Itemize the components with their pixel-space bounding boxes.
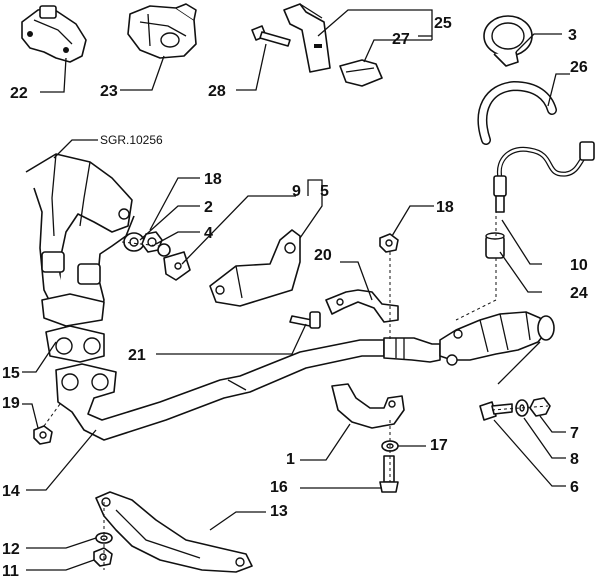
part-9-small-bracket	[163, 251, 191, 281]
part-27-clip	[339, 59, 383, 87]
part-10-lambda-sensor	[493, 141, 595, 213]
callout-21: 21	[128, 347, 146, 364]
callout-8: 8	[570, 451, 579, 468]
assembly-dashed-lines	[43, 198, 549, 570]
callout-20: 20	[314, 247, 332, 264]
callout-9: 9	[292, 183, 301, 200]
callout-4: 4	[204, 225, 213, 242]
callout-26: 26	[570, 59, 588, 76]
part-26-hose	[477, 80, 557, 145]
part-5-support-bracket	[209, 229, 301, 307]
callout-28: 28	[208, 83, 226, 100]
callout-5: 5	[320, 183, 329, 200]
part-3-band-clamp	[483, 15, 533, 67]
callout-10: 10	[570, 257, 588, 274]
callout-17: 17	[430, 437, 448, 454]
part-15-gasket	[45, 325, 105, 363]
part-24-sleeve	[485, 232, 505, 259]
callout-24: 24	[570, 285, 588, 302]
part-14-front-pipe	[55, 339, 385, 441]
callout-6: 6	[570, 479, 579, 496]
part-13-support-plate	[95, 491, 253, 573]
callout-23: 23	[100, 83, 118, 100]
callout-22: 22	[10, 85, 28, 102]
exhaust-manifold	[25, 153, 135, 327]
part-18-nut-right	[379, 233, 399, 253]
part-11-nut	[93, 547, 113, 567]
part-19-nut	[33, 425, 53, 445]
part-18-nut-left	[157, 243, 171, 257]
callout-18-right: 18	[436, 199, 454, 216]
callout-12: 12	[2, 541, 20, 558]
callout-3: 3	[568, 27, 577, 44]
callout-2: 2	[204, 199, 213, 216]
callout-25: 25	[434, 15, 452, 32]
reference-label: SGR.10256	[100, 133, 163, 147]
callout-14: 14	[2, 483, 20, 500]
callout-19: 19	[2, 395, 20, 412]
callout-16: 16	[270, 479, 288, 496]
part-25-bracket	[283, 3, 331, 73]
part-4-nut	[141, 231, 163, 253]
part-21-bolt	[289, 311, 321, 329]
callout-7: 7	[570, 425, 579, 442]
callout-27: 27	[392, 31, 410, 48]
callout-18-left: 18	[204, 171, 222, 188]
part-16-bolt	[379, 455, 399, 493]
part-1-lower-clamp	[331, 383, 405, 429]
callout-15: 15	[2, 365, 20, 382]
part-22-clip	[21, 5, 87, 63]
part-28-bolt	[251, 25, 291, 47]
callout-labels: 22 23 28 25 27 3 26 SGR.10256 18 2 4 9 5…	[2, 15, 588, 579]
leader-lines	[22, 9, 570, 571]
callout-11: 11	[2, 563, 19, 579]
catalytic-converter	[383, 311, 555, 366]
part-2-washer	[123, 232, 145, 252]
part-23-bracket	[127, 3, 197, 59]
callout-1: 1	[286, 451, 295, 468]
part-6-bolt	[479, 401, 513, 421]
part-20-upper-clamp	[325, 289, 399, 323]
callout-13: 13	[270, 503, 288, 520]
